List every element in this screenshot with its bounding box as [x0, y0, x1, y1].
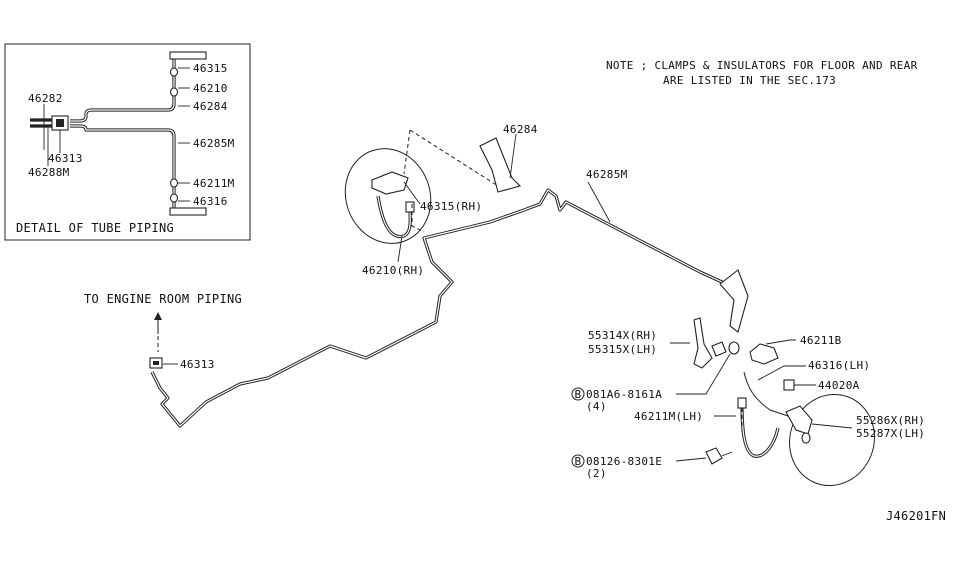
rh-dash-1 — [409, 129, 499, 187]
callout-55286x: 55286X(RH) — [856, 414, 925, 427]
rh-hose-end-fitting — [405, 201, 415, 213]
leader-46315rh — [403, 181, 421, 205]
rh-dash-3 — [411, 204, 425, 233]
engine-room-arrow-icon — [154, 312, 162, 352]
lh-tube-end-bracket — [719, 269, 749, 333]
detail-tube-left — [30, 118, 52, 128]
bolt-08126-head — [705, 447, 723, 465]
detail-label-46211m: 46211M — [193, 177, 235, 190]
detail-tube-upper — [70, 56, 176, 123]
detail-connector-46211m — [169, 178, 179, 188]
detail-label-46313: 46313 — [48, 152, 83, 165]
callout-46313: 46313 — [180, 358, 215, 371]
rh-hose-bracket — [371, 171, 409, 195]
leader-46285m — [587, 181, 611, 223]
callout-46285m: 46285M — [586, 168, 628, 181]
rh-hose-area — [344, 129, 499, 263]
callout-46284: 46284 — [503, 123, 538, 136]
diagram-id: J46201FN — [886, 509, 946, 523]
callout-08126: 08126-8301E — [586, 455, 662, 468]
detail-tube-lower — [70, 124, 176, 212]
detail-label-46315: 46315 — [193, 62, 228, 75]
lh-hose-top-fitting — [737, 397, 747, 409]
callout-46316lh: 46316(LH) — [808, 359, 870, 372]
callout-081a6: 081A6-8161A — [586, 388, 662, 401]
lh-tube-46316 — [743, 371, 789, 417]
detail-connector-46316 — [169, 193, 179, 203]
engine-room-label: TO ENGINE ROOM PIPING — [84, 292, 242, 306]
callout-55314x: 55314X(RH) — [588, 329, 657, 342]
detail-bottom-fitting — [169, 207, 207, 216]
detail-label-46288m: 46288M — [28, 166, 70, 179]
detail-label-46284: 46284 — [193, 100, 228, 113]
callout-55315x: 55315X(LH) — [588, 343, 657, 356]
callout-46211b: 46211B — [800, 334, 842, 347]
callout-46211mlh: 46211M(LH) — [634, 410, 703, 423]
detail-connector-46315 — [169, 67, 179, 77]
rh-brake-circle — [344, 148, 432, 244]
bracket-55286x — [785, 405, 813, 435]
detail-caption: DETAIL OF TUBE PIPING — [16, 221, 174, 235]
bracket-46284 — [479, 133, 522, 193]
bolt-08126-group: B — [571, 447, 733, 468]
leader-46210rh — [397, 235, 403, 263]
bolt-symbol-08126-icon — [571, 454, 585, 468]
lh-brake-circle-area — [785, 393, 875, 487]
lh-hose-46211m — [714, 371, 789, 458]
bolt-symbol-081a6-icon — [571, 387, 585, 401]
bolt-44020a — [783, 379, 816, 391]
callout-55287x: 55287X(LH) — [856, 427, 925, 440]
leader-46316lh — [757, 365, 806, 381]
detail-label-46316: 46316 — [193, 195, 228, 208]
detail-top-fitting — [169, 51, 207, 60]
bracket-55314x-55315x — [670, 317, 740, 369]
bolt-symbol-081a6-letter: B — [575, 388, 582, 401]
callout-46210rh: 46210(RH) — [362, 264, 424, 277]
main-brake-tube-46285m — [150, 188, 738, 428]
detail-label-46285m: 46285M — [193, 137, 235, 150]
note-line-2: ARE LISTED IN THE SEC.173 — [663, 74, 836, 87]
callout-081a6-qty: (4) — [586, 400, 607, 413]
detail-box-frame — [4, 43, 251, 241]
detail-of-tube-piping: 46315 46210 46284 46282 46285M 46313 462… — [4, 43, 251, 241]
lh-brake-circle — [789, 393, 875, 487]
callout-46315rh: 46315(RH) — [420, 200, 482, 213]
detail-label-46282: 46282 — [28, 92, 63, 105]
detail-label-46210: 46210 — [193, 82, 228, 95]
rh-dash-2 — [403, 129, 411, 175]
callout-08126-qty: (2) — [586, 467, 607, 480]
bolt-081a6-head — [728, 341, 740, 355]
bolt-symbol-08126-letter: B — [575, 455, 582, 468]
detail-junction-core — [56, 119, 64, 127]
callout-081a6-group: B — [571, 353, 731, 401]
front-connector-46313 — [149, 357, 178, 369]
note-line-1: NOTE ; CLAMPS & INSULATORS FOR FLOOR AND… — [606, 59, 918, 72]
callout-44020a: 44020A — [818, 379, 860, 392]
detail-connector-46210 — [169, 87, 179, 97]
clip-46211b — [749, 339, 796, 365]
